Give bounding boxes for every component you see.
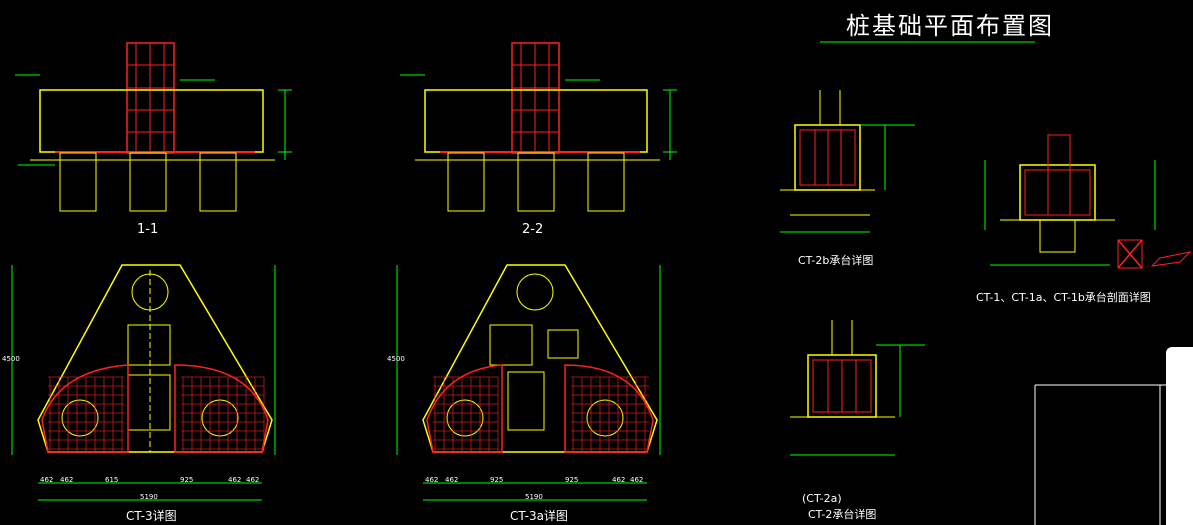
rebar-mesh (433, 376, 499, 452)
dim-text: 462 (612, 476, 626, 484)
rebar-mesh (48, 376, 124, 452)
ct3a-plan (396, 264, 661, 501)
section-2-2 (400, 42, 677, 212)
rebar-mesh (181, 376, 265, 452)
section-label-1-1: 1-1 (137, 222, 159, 237)
dim-text: 615 (105, 476, 119, 484)
ct2a-label: (CT-2a) (802, 492, 842, 505)
dim-text: 925 (490, 476, 504, 484)
section-1-1 (15, 42, 292, 212)
side-scroll-tab[interactable] (1166, 347, 1193, 525)
ct1-detail (984, 134, 1192, 269)
dim-text: 462 (246, 476, 260, 484)
dim-text: 5190 (525, 493, 543, 501)
dim-text: 4500 (2, 355, 20, 363)
dim-text: 925 (565, 476, 579, 484)
dim-text: 462 (445, 476, 459, 484)
drawing-title: 桩基础平面布置图 (846, 12, 1054, 40)
ct3-plan (11, 264, 276, 501)
dim-text: 462 (630, 476, 644, 484)
dim-text: 462 (60, 476, 74, 484)
ct2b-label: CT-2b承台详图 (798, 254, 874, 267)
dim-text: 462 (228, 476, 242, 484)
dim-text: 462 (40, 476, 54, 484)
ct3a-label: CT-3a详图 (510, 509, 568, 523)
dim-text: 925 (180, 476, 194, 484)
ct2-label: CT-2承台详图 (808, 508, 877, 521)
ct1-label: CT-1、CT-1a、CT-1b承台剖面详图 (976, 291, 1151, 304)
rebar-mesh (571, 376, 649, 452)
title-block-frame (1034, 384, 1166, 525)
dim-text: 4500 (387, 355, 405, 363)
ct3-label: CT-3详图 (126, 509, 177, 523)
dim-text: 5190 (140, 493, 158, 501)
ct2b-detail (780, 90, 915, 233)
section-label-2-2: 2-2 (522, 222, 544, 237)
ct2-detail (790, 320, 925, 456)
dim-text: 462 (425, 476, 439, 484)
